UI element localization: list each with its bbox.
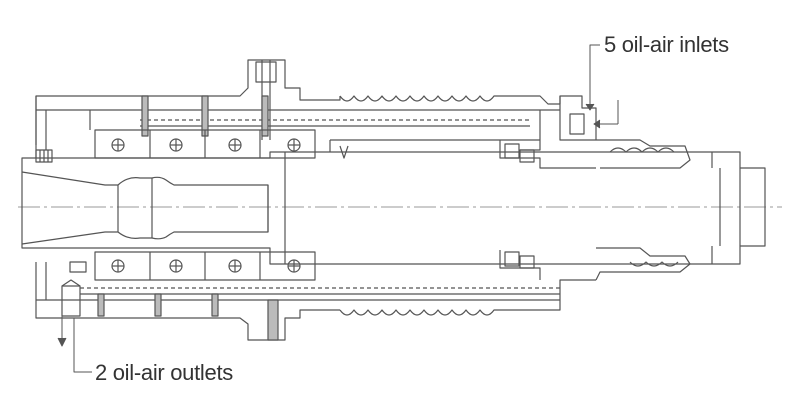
bearings-bottom: [69, 251, 316, 281]
bearings-top: [35, 129, 316, 163]
oil-air-inlets-label: 5 oil-air inlets: [604, 32, 729, 57]
outlets-leader: [57, 316, 92, 373]
spindle-shaft: [21, 151, 766, 265]
inlets-leader: [585, 44, 619, 129]
housing-bottom: [35, 247, 691, 341]
housing-top: [35, 59, 691, 169]
oil-air-outlets-label: 2 oil-air outlets: [95, 360, 233, 385]
